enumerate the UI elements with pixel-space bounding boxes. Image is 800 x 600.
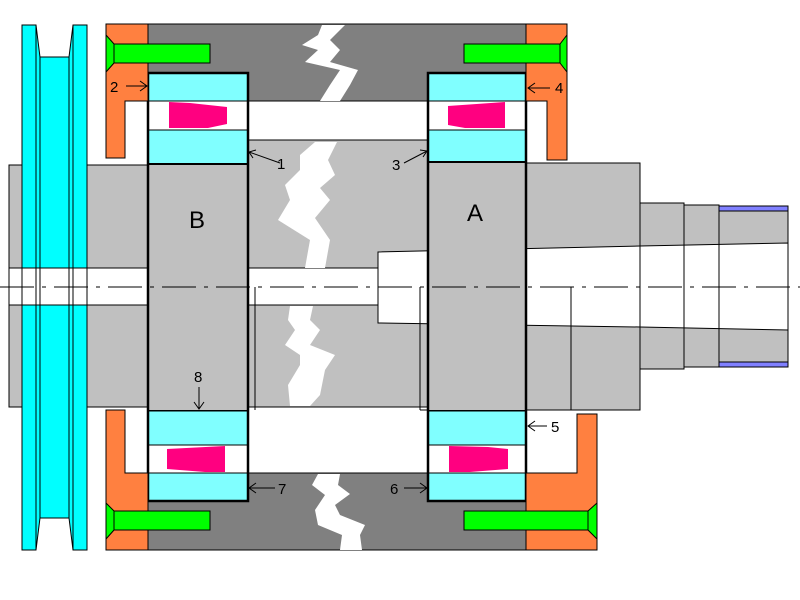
bearing-a-lower-inner-race [427,410,527,446]
bearing-a-upper-inner-race [427,129,527,163]
bearing-b-lower-roller [167,446,225,472]
bearing-a-upper-outer-race [427,72,527,102]
callout-4: 4 [555,80,563,97]
bearing-b-upper-outer-race [147,72,249,102]
callout-1: 1 [277,156,285,173]
break-mark-shaft-bottom [285,306,335,406]
bearing-a-upper-roller [448,102,505,128]
bearing-b-upper-inner-race [147,129,249,165]
bearing-b-lower-inner-race [147,410,249,446]
break-mark-housing-top [302,25,358,101]
break-mark-shaft-top [278,142,337,268]
bolt-top-right-head [559,33,568,74]
bolt-top-right [463,43,561,64]
bolt-bottom-right-head [587,501,598,541]
bolts [105,33,598,541]
callouts: 1 2 3 4 5 6 7 8 [110,79,563,498]
callout-3: 3 [392,157,400,174]
break-mark-housing-bottom [312,474,365,550]
callout-5: 5 [551,419,559,436]
retaining-ring-bottom [718,361,789,368]
break-marks [278,25,365,550]
bearing-a-lower-roller [449,446,508,472]
bearing-a: A [426,71,528,503]
bearing-a-label: A [467,200,483,227]
callout-2: 2 [110,79,118,96]
bolt-top-left [113,43,211,64]
bolt-top-left-head [105,33,115,74]
callout-6: 6 [390,481,398,498]
bearing-b-upper-roller [169,102,227,128]
bolt-bottom-left-head [105,501,115,541]
bearing-b-lower-outer-race [147,472,249,502]
callout-8: 8 [194,369,202,386]
shaft [8,139,789,411]
bearing-b-label: B [189,207,205,234]
retaining-ring-top [718,205,789,212]
bolt-bottom-right [463,510,597,531]
callout-7: 7 [278,481,286,498]
bolt-bottom-left [113,510,211,531]
bearing-a-lower-outer-race [427,472,527,502]
